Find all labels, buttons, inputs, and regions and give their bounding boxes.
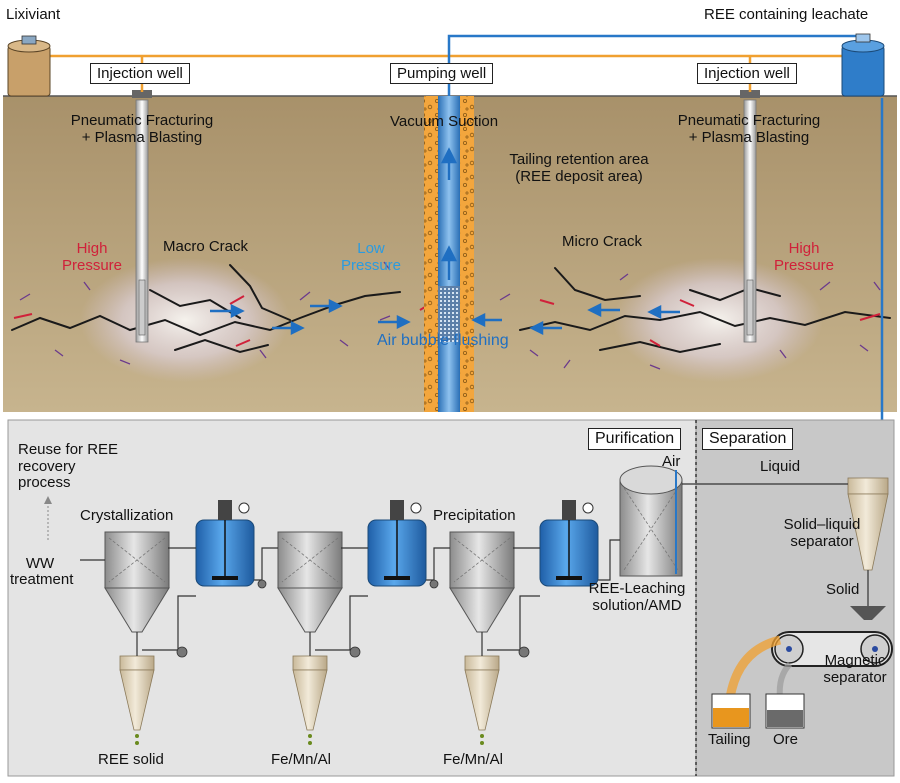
mixing-tank-3 (539, 500, 599, 587)
pumping-well-label: Pumping well (390, 63, 494, 84)
leachate-label: REE containing leachate (704, 6, 869, 23)
flow-arrows (210, 298, 680, 336)
macro-crack-label: Macro Crack (163, 238, 249, 255)
macro-cracks (11, 264, 891, 354)
leaching-column (619, 465, 683, 577)
air-bubble-label: Air bubble flushing (377, 332, 509, 349)
tailing-bin (711, 693, 751, 729)
crystallization-label: Crystallization (80, 507, 174, 524)
fracturing-right-label: Pneumatic Fracturing+ Plasma Blasting (677, 112, 821, 147)
tailing-area-label: Tailing retention area(REE deposit area) (509, 151, 649, 186)
tailing-label: Tailing (708, 731, 751, 748)
precipitation-label: Precipitation (433, 507, 516, 524)
process-piping (80, 483, 869, 656)
solid-label: Solid (826, 581, 860, 598)
precipitation-tank-2 (449, 531, 515, 633)
solid-liquid-separator (847, 477, 889, 571)
fracturing-left-label: Pneumatic Fracturing+ Plasma Blasting (70, 112, 214, 147)
cyclone-2 (292, 655, 328, 731)
leachate-line (447, 34, 860, 96)
discharge-drops (135, 734, 484, 745)
cyclone-1 (119, 655, 155, 731)
liquid-label: Liquid (760, 458, 801, 475)
femnal-label-1: Fe/Mn/Al (271, 751, 332, 768)
lixiviant-tank (7, 35, 51, 97)
well-screen (438, 286, 460, 342)
suction-arrows (440, 147, 458, 280)
mixing-tank-2 (367, 500, 427, 587)
red-crack-tips (13, 295, 881, 347)
ree-solid-label: REE solid (98, 751, 164, 768)
precipitation-tank-1 (277, 531, 343, 633)
ore-label: Ore (773, 731, 799, 748)
micro-cracks (19, 261, 881, 370)
lixiviant-label: Lixiviant (6, 6, 61, 23)
injection-well-right-label: Injection well (697, 63, 797, 84)
crystallizer-tank (104, 531, 170, 633)
ore-bin (765, 693, 805, 729)
purification-label: Purification (588, 428, 682, 450)
tailing-stream (725, 635, 782, 699)
pumps (176, 579, 530, 658)
air-label: Air (662, 453, 681, 470)
injection-well-left-label: Injection well (90, 63, 190, 84)
high-pressure-zone-left (80, 258, 290, 382)
leachate-tank (841, 33, 885, 97)
magnetic-separator-unit (771, 606, 893, 667)
femnal-label-2: Fe/Mn/Al (443, 751, 504, 768)
micro-crack-label: Micro Crack (562, 233, 643, 250)
mixing-tank-1 (195, 500, 255, 587)
vacuum-suction-label: Vacuum Suction (390, 113, 499, 130)
separation-label: Separation (702, 428, 794, 450)
